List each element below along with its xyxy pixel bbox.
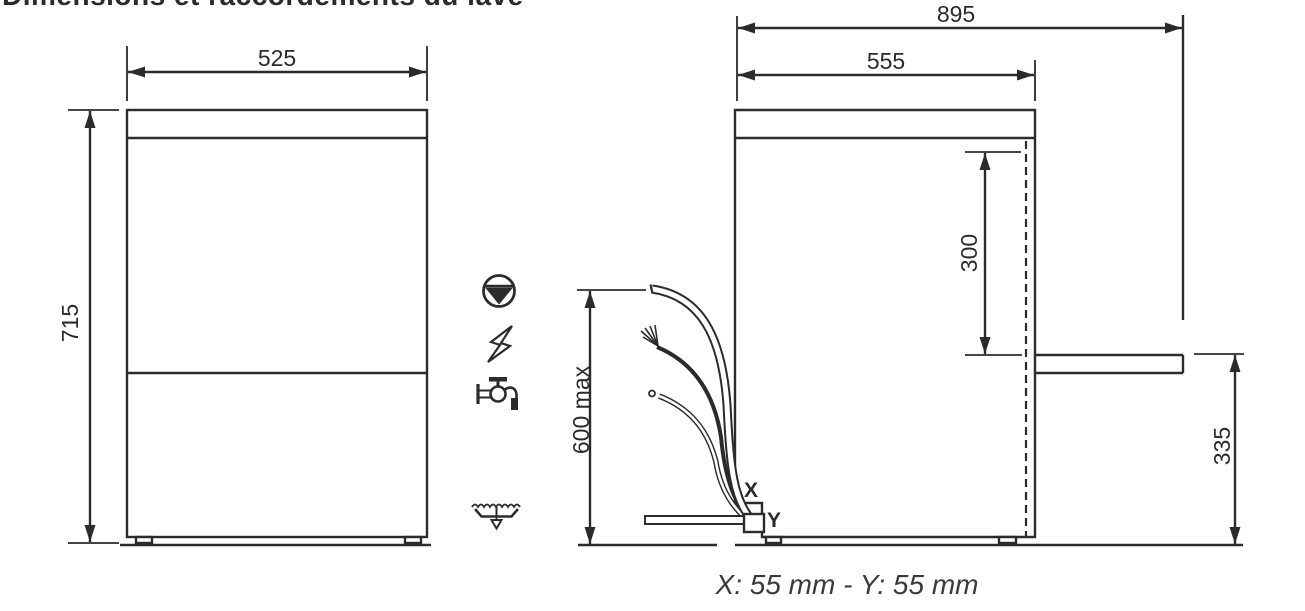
drain-outlet-height-label: 335 (1209, 427, 1235, 465)
standpipe-height-label: 300 (956, 234, 982, 272)
drain-outlet-pipe (1035, 353, 1185, 375)
utility-icons (471, 274, 521, 531)
overall-depth-label: 895 (937, 1, 975, 27)
electric-supply-icon (487, 325, 513, 363)
y-point-label: Y (767, 509, 781, 532)
side-cabinet-outline (733, 108, 1037, 539)
overall-depth-dimension: 895 (736, 1, 1182, 101)
hose-max-height-dimension: 600 max (568, 289, 646, 544)
cropped-heading-text: Dimensions et raccordements du lave-verr… (2, 0, 522, 10)
front-view: 525 715 (57, 45, 431, 547)
front-height-label: 715 (57, 304, 83, 342)
front-cabinet-outline (125, 108, 429, 539)
hose-max-height-label: 600 max (568, 365, 594, 454)
side-view: 895 555 300 (568, 1, 1244, 547)
body-depth-label: 555 (867, 48, 905, 74)
drain-pump-icon (482, 274, 516, 308)
water-tap-icon (476, 377, 518, 410)
water-inlet-hose (648, 389, 755, 528)
side-left-foot (764, 535, 783, 545)
drain-hose (649, 284, 756, 524)
front-left-foot (134, 535, 154, 545)
body-depth-dimension: 555 (738, 48, 1036, 101)
floor-drain-pipe (644, 515, 746, 525)
side-right-foot (997, 535, 1018, 545)
xy-caption: X: 55 mm - Y: 55 mm (715, 569, 979, 600)
front-width-label: 525 (258, 45, 296, 71)
floor-drain-icon (471, 503, 521, 531)
connection-hoses (640, 284, 756, 528)
x-point-label: X (744, 479, 758, 502)
front-right-foot (403, 535, 423, 545)
front-width-dimension: 525 (126, 45, 428, 101)
front-height-dimension: 715 (57, 109, 119, 544)
drain-outlet-height-dimension: 335 (1194, 353, 1244, 544)
cropped-heading: Dimensions et raccordements du lave-verr… (2, 0, 522, 10)
standpipe-height-dimension: 300 (956, 151, 1022, 356)
connection-point-box (742, 512, 766, 534)
